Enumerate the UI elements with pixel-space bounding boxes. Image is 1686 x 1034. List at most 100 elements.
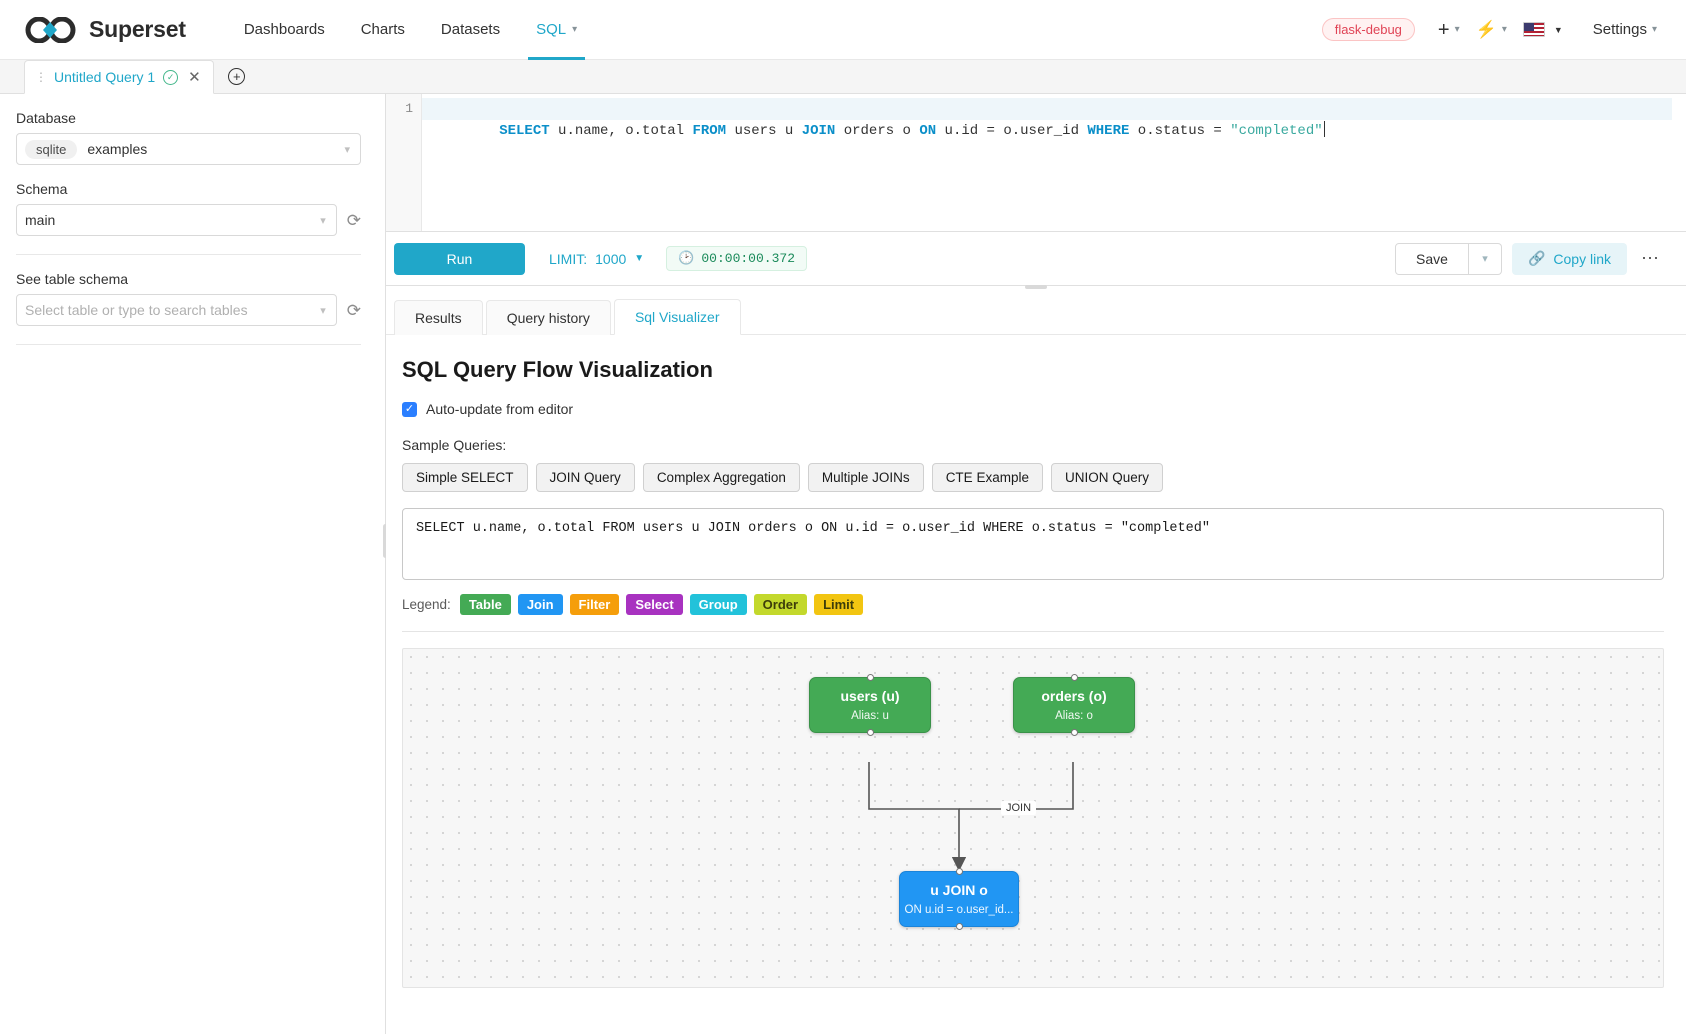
flow-node-join[interactable]: u JOIN o ON u.id = o.user_id...: [899, 868, 1019, 930]
result-tabs: Results Query history Sql Visualizer: [386, 286, 1686, 335]
tab-sql-visualizer[interactable]: Sql Visualizer: [613, 299, 741, 335]
copy-link-button[interactable]: 🔗 Copy link: [1511, 242, 1627, 275]
query-tab-untitled-query-1[interactable]: ⋮ Untitled Query 1 ✓ ✕: [24, 60, 214, 94]
sql-token-from: FROM: [692, 123, 727, 139]
legend-badge-limit: Limit: [814, 594, 864, 615]
query-timer-value: 00:00:00.372: [701, 251, 795, 266]
tab-results[interactable]: Results: [394, 300, 483, 335]
drag-handle-icon[interactable]: ⋮: [35, 70, 47, 84]
sql-token-status: o.status =: [1129, 123, 1231, 139]
link-icon: 🔗: [1527, 250, 1546, 266]
nav-item-sql-label: SQL: [536, 21, 567, 38]
sample-button-simple-select[interactable]: Simple SELECT: [402, 463, 528, 492]
legend-badge-filter: Filter: [569, 594, 620, 615]
database-selected-value: examples: [87, 141, 148, 157]
chevron-down-icon: ▾: [344, 143, 350, 156]
new-item-button[interactable]: + ▾: [1431, 14, 1467, 46]
caret-down-icon: ▼: [1553, 24, 1563, 35]
sample-queries-label: Sample Queries:: [402, 437, 507, 453]
node-handle-top[interactable]: [955, 868, 963, 875]
right-panel: 1 SELECT u.name, o.total FROM users u JO…: [386, 94, 1686, 1034]
sql-input-textarea[interactable]: [402, 508, 1664, 580]
sample-button-multiple-joins[interactable]: Multiple JOINs: [807, 463, 924, 492]
legend-badge-join: Join: [517, 594, 563, 615]
refresh-schema-icon[interactable]: ⟳: [346, 210, 361, 230]
top-navigation-bar: Superset Dashboards Charts Datasets SQL …: [0, 0, 1686, 60]
chevron-down-icon: ▾: [1651, 24, 1657, 35]
tab-query-history[interactable]: Query history: [485, 300, 611, 335]
more-options-icon[interactable]: ⋯: [1641, 248, 1660, 268]
settings-menu[interactable]: Settings ▾: [1572, 15, 1664, 44]
nav-item-dashboards-label: Dashboards: [243, 21, 325, 38]
node-handle-bottom[interactable]: [866, 729, 874, 736]
close-icon[interactable]: ✕: [188, 69, 201, 86]
database-select[interactable]: sqlite examples ▾: [16, 133, 361, 165]
table-select[interactable]: Select table or type to search tables ▾: [16, 294, 337, 326]
node-handle-top[interactable]: [866, 674, 874, 681]
flow-edge-label-join: JOIN: [1001, 801, 1037, 815]
quick-actions-button[interactable]: ⚡ ▾: [1469, 15, 1514, 44]
nav-item-charts[interactable]: Charts: [343, 0, 423, 60]
nav-item-datasets[interactable]: Datasets: [423, 0, 518, 60]
flow-node-orders-subtitle: Alias: o: [1055, 709, 1093, 722]
flow-node-orders-title: orders (o): [1041, 688, 1107, 705]
editor-content[interactable]: SELECT u.name, o.total FROM users u JOIN…: [422, 94, 1686, 231]
editor-resize-handle[interactable]: [1025, 285, 1047, 289]
sql-token-string: "completed": [1230, 123, 1323, 139]
settings-label: Settings: [1592, 21, 1647, 38]
refresh-tables-icon[interactable]: ⟳: [346, 300, 361, 320]
query-timer-badge: 🕑 00:00:00.372: [666, 246, 807, 271]
flow-node-orders[interactable]: orders (o) Alias: o: [1013, 674, 1135, 736]
schema-select[interactable]: main ▾: [16, 204, 337, 236]
add-query-tab-button[interactable]: +: [214, 60, 260, 93]
save-button-group: Save ▾: [1395, 242, 1502, 275]
chevron-down-icon: ▾: [1482, 253, 1488, 265]
auto-update-checkbox[interactable]: ✓: [402, 401, 417, 417]
nav-item-dashboards[interactable]: Dashboards: [226, 0, 343, 60]
language-selector[interactable]: ▼: [1516, 16, 1570, 43]
legend-badge-table: Table: [459, 594, 511, 615]
sql-editor[interactable]: 1 SELECT u.name, o.total FROM users u JO…: [386, 94, 1686, 232]
node-handle-bottom[interactable]: [1070, 729, 1078, 736]
main-nav-items: Dashboards Charts Datasets SQL ▾: [226, 0, 595, 60]
node-handle-bottom[interactable]: [955, 923, 963, 930]
nav-item-charts-label: Charts: [360, 21, 405, 38]
sample-query-buttons: Simple SELECT JOIN Query Complex Aggrega…: [402, 463, 1664, 492]
limit-dropdown[interactable]: LIMIT: 1000 ▼: [549, 251, 644, 267]
chevron-down-icon: ▾: [320, 304, 326, 317]
nav-item-datasets-label: Datasets: [440, 21, 501, 38]
sample-button-complex-aggregation[interactable]: Complex Aggregation: [642, 463, 800, 492]
nav-item-sql[interactable]: SQL ▾: [518, 0, 595, 60]
clock-icon: 🕑: [678, 251, 695, 266]
flow-diagram-canvas[interactable]: users (u) Alias: u orders (o) Alias: o J…: [402, 648, 1664, 988]
page-title: SQL Query Flow Visualization: [402, 357, 713, 382]
superset-logo-icon: [24, 16, 80, 43]
sql-token-orders: orders o: [835, 123, 920, 139]
tab-sql-visualizer-label: Sql Visualizer: [634, 309, 720, 325]
flow-node-join-title: u JOIN o: [930, 882, 988, 899]
left-panel-divider-2: [16, 344, 361, 345]
run-button[interactable]: Run: [394, 242, 525, 275]
limit-label: LIMIT:: [549, 250, 588, 267]
nav-right-group: flask-debug + ▾ ⚡ ▾ ▼ Settings ▾: [1321, 14, 1664, 46]
save-button[interactable]: Save: [1395, 242, 1469, 275]
query-tab-label: Untitled Query 1: [54, 69, 156, 85]
check-circle-icon: ✓: [163, 69, 179, 85]
plus-icon: +: [1437, 18, 1450, 41]
run-toolbar: Run LIMIT: 1000 ▼ 🕑 00:00:00.372 Save ▾ …: [386, 232, 1686, 289]
sample-button-cte-example[interactable]: CTE Example: [931, 463, 1043, 492]
flow-node-users-title: users (u): [840, 688, 900, 705]
auto-update-row: ✓ Auto-update from editor: [402, 401, 1664, 417]
flow-node-users[interactable]: users (u) Alias: u: [809, 674, 931, 736]
brand-logo-group[interactable]: Superset: [24, 16, 186, 43]
sample-button-join-query[interactable]: JOIN Query: [535, 463, 635, 492]
flow-edges: [868, 762, 1074, 872]
legend-badge-order: Order: [753, 594, 808, 615]
toolbar-right-group: Save ▾ 🔗 Copy link ⋯: [1395, 242, 1664, 275]
flow-node-join-subtitle: ON u.id = o.user_id...: [904, 903, 1014, 916]
sample-button-union-query[interactable]: UNION Query: [1050, 463, 1163, 492]
node-handle-top[interactable]: [1070, 674, 1078, 681]
panel-resize-handle[interactable]: [383, 524, 388, 558]
save-dropdown-button[interactable]: ▾: [1468, 242, 1502, 275]
table-select-placeholder: Select table or type to search tables: [25, 302, 248, 318]
